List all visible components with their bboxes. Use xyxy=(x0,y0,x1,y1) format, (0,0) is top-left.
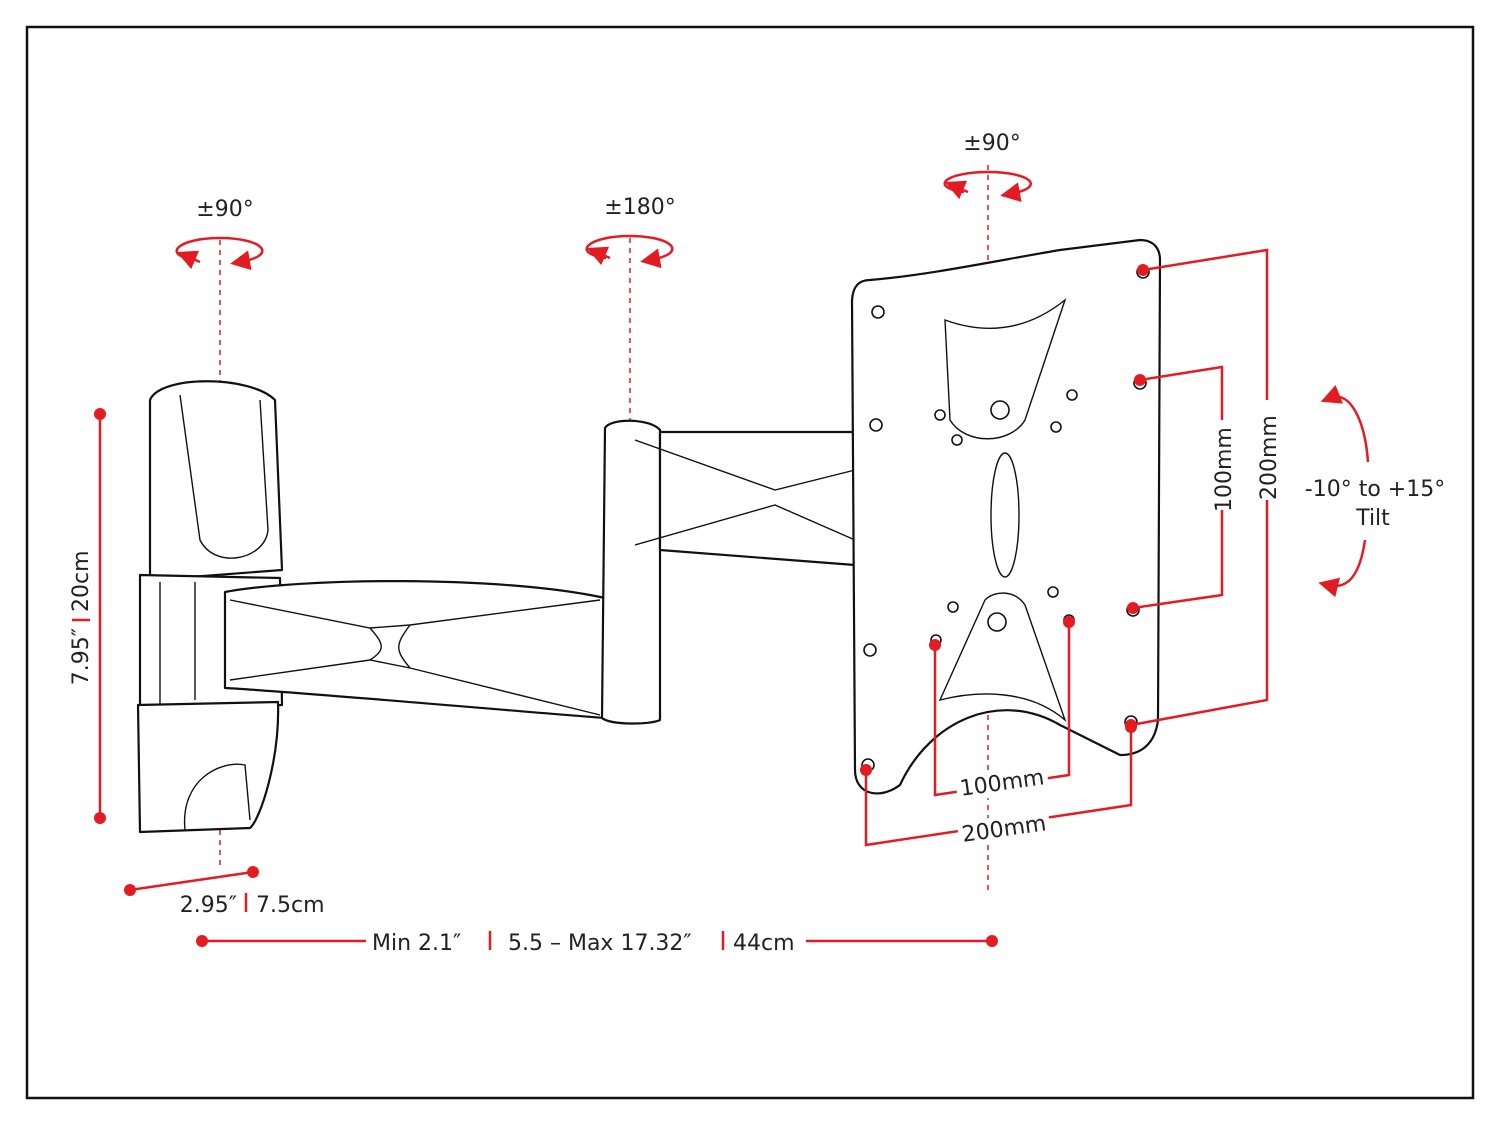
height-dimension: 7.95″ 20cm xyxy=(68,408,106,824)
wall-swivel-label: ±90° xyxy=(196,197,253,222)
secondary-arm xyxy=(600,419,857,725)
depth-inches-label: 2.95″ xyxy=(180,893,237,918)
vesa-vertical-dimensions: 100mm 200mm xyxy=(1125,248,1282,731)
elbow-swivel-label: ±180° xyxy=(604,195,675,220)
extension-min-label: Min 2.1″ xyxy=(372,931,461,956)
height-cm-label: 20cm xyxy=(69,550,94,612)
wall-bracket xyxy=(136,380,284,834)
vesa-plate xyxy=(850,238,1162,795)
vesa-vertical-200-label: 200mm xyxy=(1257,415,1282,500)
height-inches-label: 7.95″ xyxy=(69,628,94,685)
extension-dimension: Min 2.1″ 5.5 – Max 17.32″ 44cm xyxy=(196,931,998,956)
frame-border xyxy=(25,25,1475,1100)
tilt-range-label: -10° to +15° xyxy=(1305,477,1445,502)
tilt-indicator: -10° to +15° Tilt xyxy=(1305,385,1445,598)
rotation-arrow-icon xyxy=(175,236,264,271)
vesa-horizontal-200-label: 200mm xyxy=(960,811,1048,848)
vesa-horizontal-100-label: 100mm xyxy=(958,765,1046,802)
vesa-vertical-100-label: 100mm xyxy=(1212,427,1237,512)
plate-swivel-label: ±90° xyxy=(963,131,1020,156)
rotation-arrow-icon xyxy=(585,234,674,269)
depth-cm-label: 7.5cm xyxy=(256,893,325,918)
tilt-label: Tilt xyxy=(1355,506,1390,531)
rotation-arrow-icon xyxy=(943,170,1033,203)
depth-dimension: 2.95″ 7.5cm xyxy=(124,866,325,918)
extension-cm-label: 44cm xyxy=(733,931,795,956)
extension-max-label: 5.5 – Max 17.32″ xyxy=(508,931,692,956)
